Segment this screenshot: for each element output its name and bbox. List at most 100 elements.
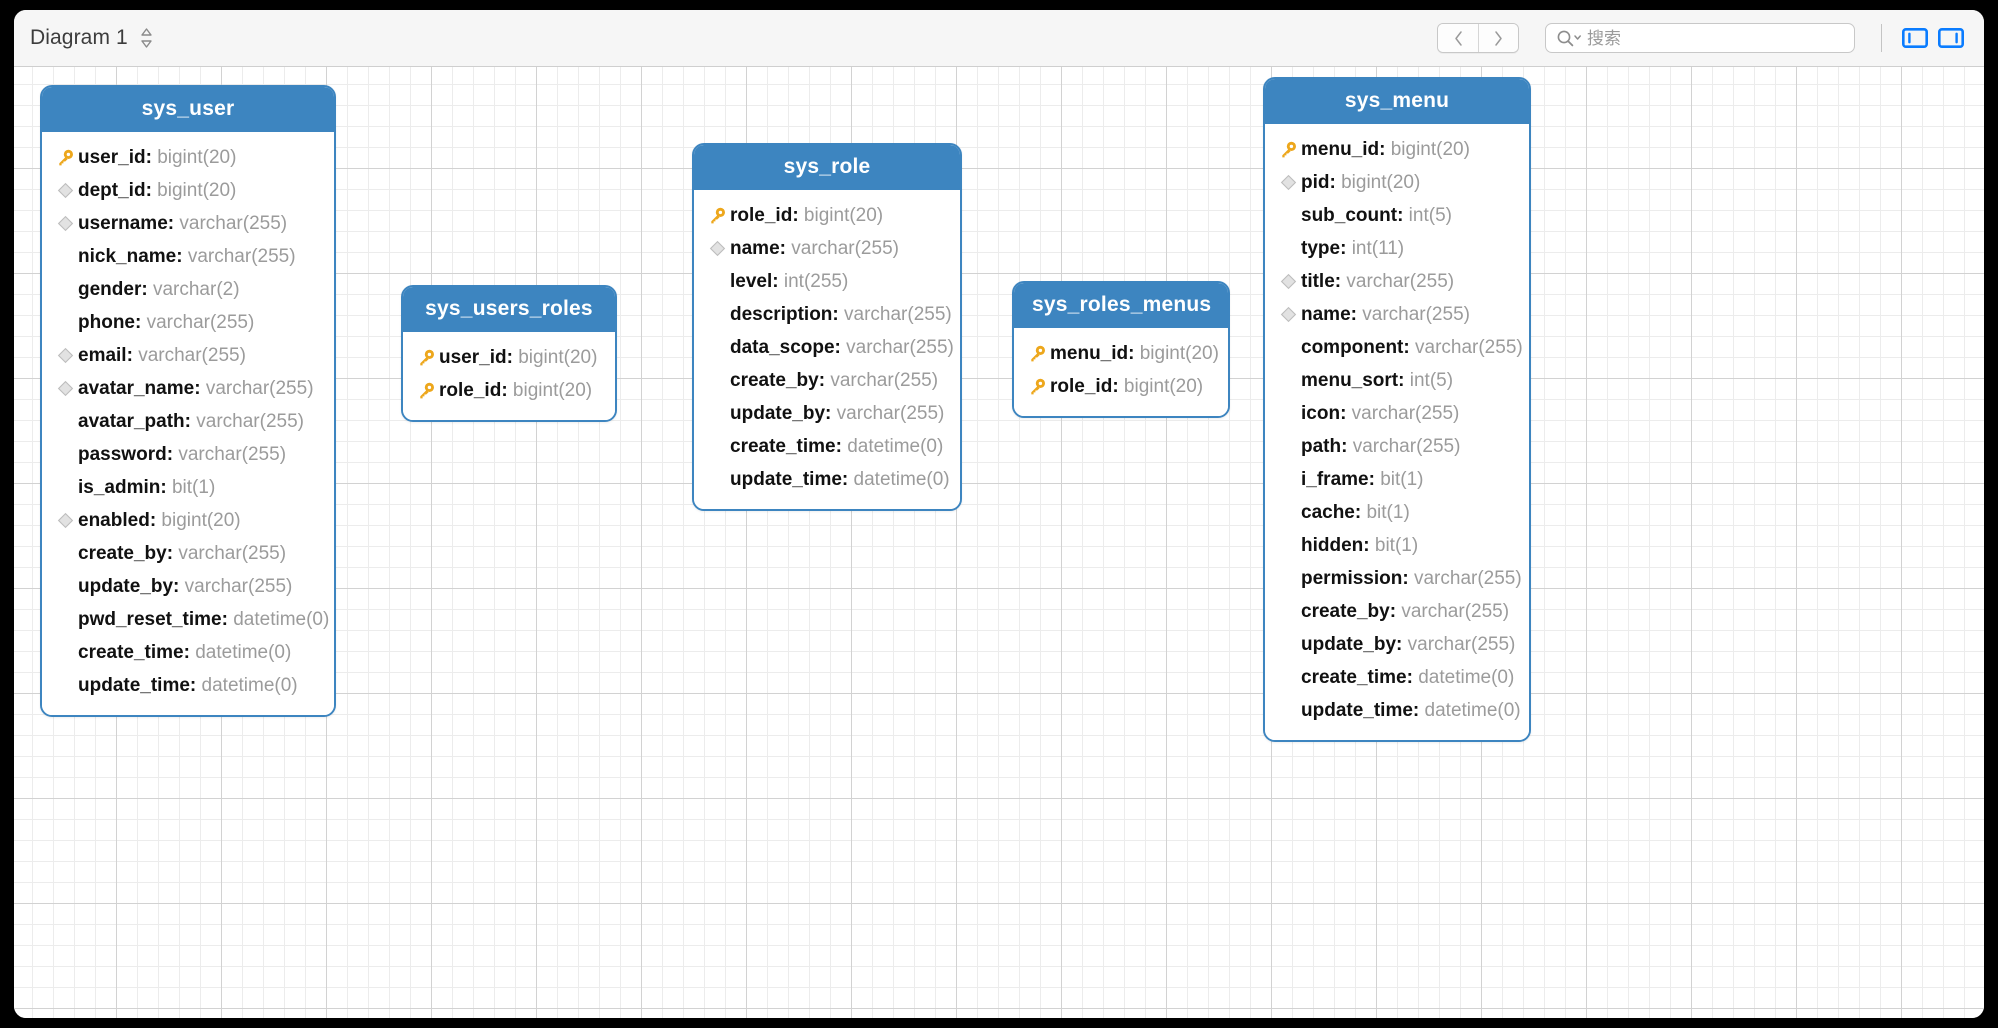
column-row[interactable]: phone: varchar(255) bbox=[52, 306, 320, 339]
column-type: bigint(20) bbox=[512, 380, 593, 401]
column-row[interactable]: email: varchar(255) bbox=[52, 339, 320, 372]
column-name: update_time bbox=[78, 675, 190, 696]
column-text: role_id: bigint(20) bbox=[730, 206, 883, 225]
column-type: bigint(20) bbox=[1341, 172, 1421, 193]
column-row[interactable]: dept_id: bigint(20) bbox=[52, 174, 320, 207]
column-row[interactable]: is_admin: bit(1) bbox=[52, 471, 320, 504]
column-row[interactable]: avatar_name: varchar(255) bbox=[52, 372, 320, 405]
search-field[interactable]: 搜索 bbox=[1545, 23, 1855, 53]
column-row[interactable]: password: varchar(255) bbox=[52, 438, 320, 471]
column-row[interactable]: path: varchar(255) bbox=[1275, 430, 1515, 463]
entity-columns: menu_id: bigint(20) pid: bigint(20)sub_co… bbox=[1265, 124, 1529, 740]
column-row[interactable]: create_time: datetime(0) bbox=[52, 636, 320, 669]
document-title[interactable]: Diagram 1 bbox=[30, 26, 128, 49]
column-row[interactable]: description: varchar(255) bbox=[704, 298, 952, 331]
chevron-left-icon[interactable] bbox=[1438, 24, 1478, 52]
column-row[interactable]: update_by: varchar(255) bbox=[704, 397, 946, 430]
column-type: bigint(20) bbox=[157, 147, 237, 168]
column-row[interactable]: permission: varchar(255) bbox=[1275, 562, 1522, 595]
column-separator: : bbox=[176, 246, 188, 267]
entity-title: sys_users_roles bbox=[403, 287, 615, 332]
column-text: name: varchar(255) bbox=[1301, 305, 1470, 324]
chevron-up-down-icon[interactable] bbox=[140, 27, 153, 49]
column-row[interactable]: gender: varchar(2) bbox=[52, 273, 320, 306]
column-name: username bbox=[78, 213, 168, 234]
column-row[interactable]: cache: bit(1) bbox=[1275, 496, 1515, 529]
column-row[interactable]: avatar_path: varchar(255) bbox=[52, 405, 320, 438]
column-row[interactable]: update_time: datetime(0) bbox=[52, 669, 320, 702]
column-text: menu_id: bigint(20) bbox=[1301, 140, 1470, 159]
column-row[interactable]: role_id: bigint(20) bbox=[704, 199, 946, 232]
column-row[interactable]: pwd_reset_time: datetime(0) bbox=[52, 603, 329, 636]
column-row[interactable]: nick_name: varchar(255) bbox=[52, 240, 320, 273]
column-row[interactable]: create_time: datetime(0) bbox=[1275, 661, 1515, 694]
column-row[interactable]: name: varchar(255) bbox=[704, 232, 946, 265]
column-separator: : bbox=[149, 510, 162, 531]
column-text: path: varchar(255) bbox=[1301, 437, 1460, 456]
entity-columns: user_id: bigint(20)role_id: bigint(20) bbox=[403, 332, 615, 420]
left-sidebar-toggle-icon[interactable] bbox=[1902, 27, 1928, 49]
column-row[interactable]: update_time: datetime(0) bbox=[704, 463, 950, 496]
column-name: level bbox=[730, 271, 773, 292]
column-name: menu_sort bbox=[1301, 370, 1399, 391]
column-type: varchar(255) bbox=[1352, 436, 1461, 457]
column-row[interactable]: sub_count: int(5) bbox=[1275, 199, 1515, 232]
column-type: bigint(20) bbox=[518, 347, 598, 368]
chevron-right-icon[interactable] bbox=[1478, 24, 1518, 52]
column-row[interactable]: create_by: varchar(255) bbox=[1275, 595, 1515, 628]
column-row[interactable]: enabled: bigint(20) bbox=[52, 504, 320, 537]
column-row[interactable]: icon: varchar(255) bbox=[1275, 397, 1515, 430]
column-row[interactable]: type: int(11) bbox=[1275, 232, 1515, 265]
column-row[interactable]: component: varchar(255) bbox=[1275, 331, 1523, 364]
column-row[interactable]: hidden: bit(1) bbox=[1275, 529, 1515, 562]
diagram-window: Diagram 1 bbox=[14, 10, 1984, 1018]
column-row[interactable]: role_id: bigint(20) bbox=[1024, 370, 1214, 403]
column-row[interactable]: role_id: bigint(20) bbox=[413, 374, 601, 407]
column-name: data_scope bbox=[730, 337, 835, 358]
column-separator: : bbox=[832, 304, 845, 325]
column-row[interactable]: name: varchar(255) bbox=[1275, 298, 1515, 331]
right-sidebar-toggle-icon[interactable] bbox=[1938, 27, 1964, 49]
column-row[interactable]: username: varchar(255) bbox=[52, 207, 320, 240]
column-row[interactable]: update_by: varchar(255) bbox=[52, 570, 320, 603]
column-row[interactable]: i_frame: bit(1) bbox=[1275, 463, 1515, 496]
column-type: varchar(255) bbox=[178, 444, 287, 465]
column-type: varchar(255) bbox=[205, 378, 314, 399]
column-row[interactable]: menu_sort: int(5) bbox=[1275, 364, 1515, 397]
column-row[interactable]: user_id: bigint(20) bbox=[52, 141, 320, 174]
column-row[interactable]: menu_id: bigint(20) bbox=[1024, 337, 1219, 370]
column-row[interactable]: data_scope: varchar(255) bbox=[704, 331, 954, 364]
column-text: icon: varchar(255) bbox=[1301, 404, 1459, 423]
column-row[interactable]: update_time: datetime(0) bbox=[1275, 694, 1521, 727]
column-separator: : bbox=[1363, 535, 1375, 556]
column-row[interactable]: menu_id: bigint(20) bbox=[1275, 133, 1515, 166]
column-text: avatar_path: varchar(255) bbox=[78, 412, 304, 431]
column-row[interactable]: create_by: varchar(255) bbox=[52, 537, 320, 570]
column-row[interactable]: update_by: varchar(255) bbox=[1275, 628, 1515, 661]
column-row[interactable]: level: int(255) bbox=[704, 265, 946, 298]
column-separator: : bbox=[1379, 139, 1391, 160]
column-name: update_by bbox=[1301, 634, 1397, 655]
column-row[interactable]: create_by: varchar(255) bbox=[704, 364, 946, 397]
column-type: bigint(20) bbox=[161, 510, 241, 531]
index-icon bbox=[1275, 174, 1301, 191]
nav-button-group bbox=[1437, 23, 1519, 53]
index-icon bbox=[52, 215, 78, 232]
column-type: varchar(255) bbox=[844, 304, 952, 325]
column-row[interactable]: pid: bigint(20) bbox=[1275, 166, 1515, 199]
column-name: create_time bbox=[1301, 667, 1407, 688]
column-row[interactable]: title: varchar(255) bbox=[1275, 265, 1515, 298]
index-icon bbox=[52, 182, 78, 199]
column-row[interactable]: create_time: datetime(0) bbox=[704, 430, 946, 463]
column-type: varchar(255) bbox=[1362, 304, 1470, 325]
column-separator: : bbox=[1350, 304, 1363, 325]
column-separator: : bbox=[145, 147, 158, 168]
column-row[interactable]: user_id: bigint(20) bbox=[413, 341, 601, 374]
